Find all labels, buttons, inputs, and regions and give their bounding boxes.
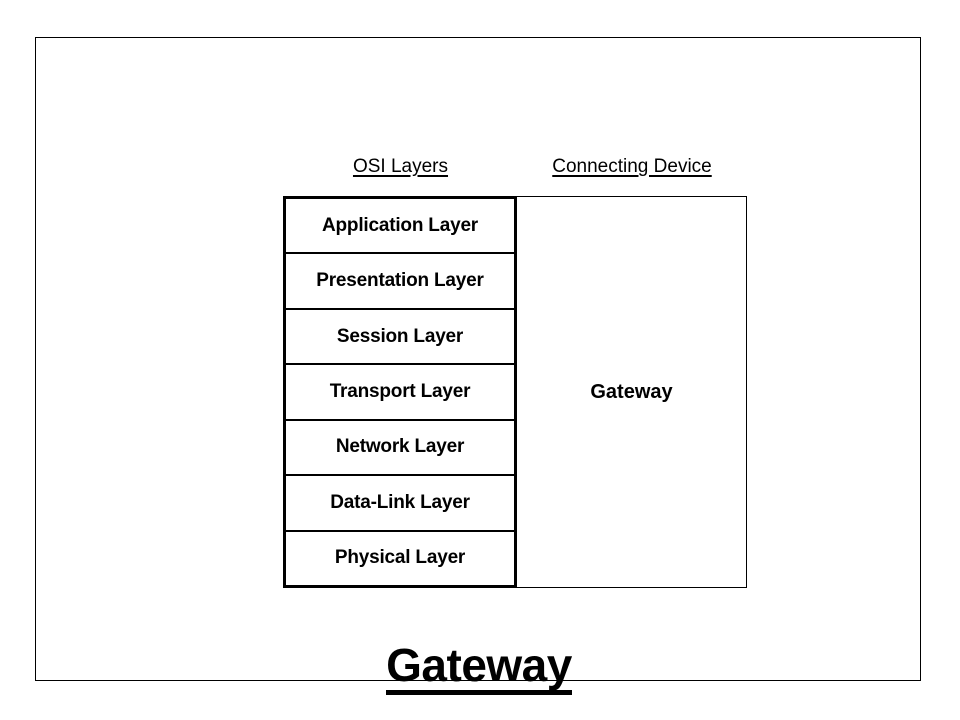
layer-row-physical: Physical Layer — [334, 547, 466, 569]
osi-layers-table: Application Layer Presentation Layer Ses… — [283, 196, 747, 588]
connecting-device-label: Gateway — [590, 380, 673, 403]
connecting-device-column: Gateway — [517, 196, 747, 588]
column-header-osi-layers: OSI Layers — [352, 156, 449, 177]
layer-row-session: Session Layer — [286, 310, 514, 366]
layer-row-data-link: Data-Link Layer — [286, 476, 514, 532]
osi-layers-column: Application Layer Presentation Layer Ses… — [283, 196, 517, 588]
layer-row-application: Application Layer — [286, 199, 514, 255]
slide-frame: OSI Layers Connecting Device Application… — [35, 37, 921, 696]
column-header-connecting-device: Connecting Device — [552, 156, 712, 177]
layer-row-network: Network Layer — [286, 421, 514, 477]
slide-title-text: Gateway — [386, 641, 572, 696]
layer-row-presentation: Presentation Layer — [286, 254, 514, 310]
layer-row-transport: Transport Layer — [286, 365, 514, 421]
slide-title: Gateway — [36, 638, 922, 696]
